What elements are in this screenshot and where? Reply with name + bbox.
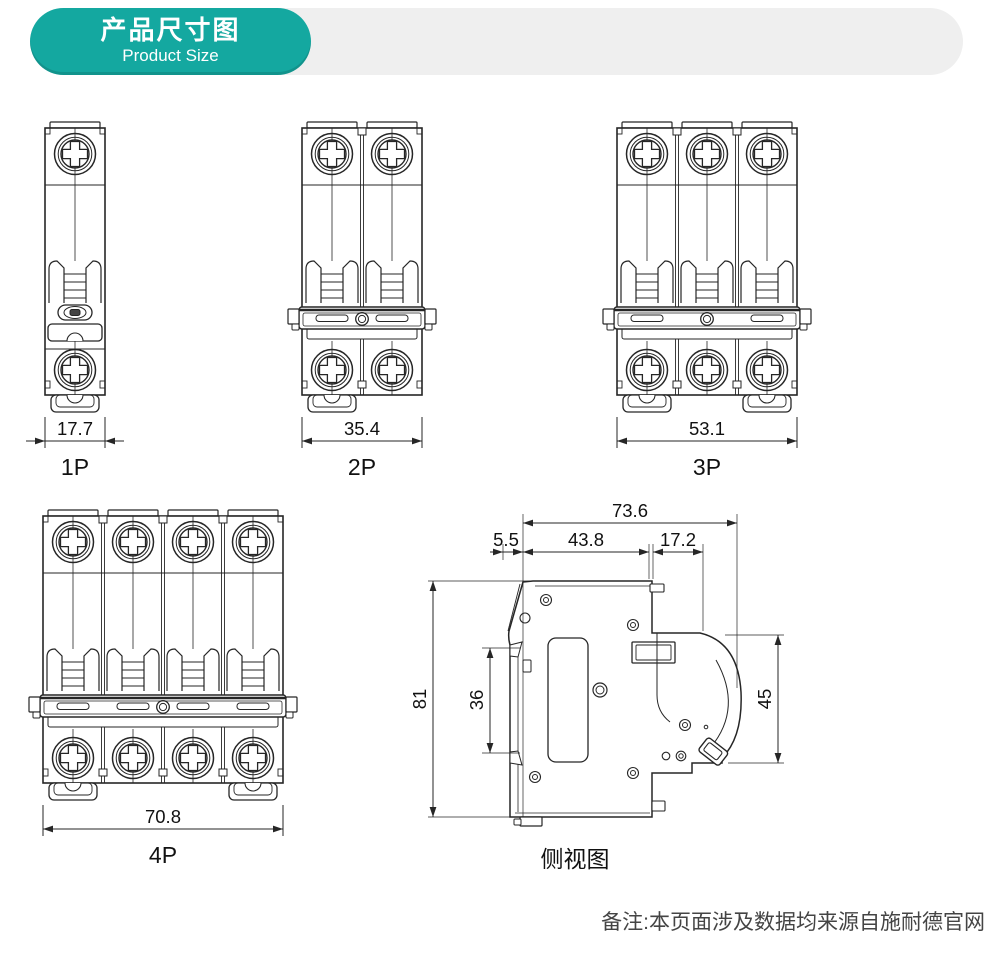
front-drawing-3p: 53.1 <box>595 121 819 453</box>
front-drawing-2p: 35.4 <box>280 121 444 453</box>
side-drawing: 73.6 5.5 43.8 17.2 81 36 45 <box>408 500 798 845</box>
side-view-drawing: 73.6 5.5 43.8 17.2 81 36 45 <box>409 500 784 827</box>
front-drawing-1p: 17.7 <box>23 121 127 453</box>
title-badge: 产品尺寸图 Product Size <box>30 8 311 75</box>
dimension-value: 5.5 <box>493 529 519 550</box>
dimension-value: 35.4 <box>344 418 380 439</box>
dimension-value: 17.2 <box>660 529 696 550</box>
front-view-drawing: 70.8 <box>28 509 298 836</box>
pole-label-2p: 2P <box>347 454 377 480</box>
front-view-drawing: 53.1 <box>602 121 812 448</box>
dimension-value: 45 <box>754 689 775 710</box>
front-view-drawing: 35.4 <box>287 121 437 448</box>
breaker-front-3p: 53.1 3P <box>595 121 819 480</box>
breaker-front-1p: 17.7 1P <box>23 121 127 480</box>
front-drawing-4p: 70.8 <box>21 509 305 841</box>
footnote: 备注:本页面涉及数据均来源自施耐德官网 <box>601 911 985 934</box>
pole-label-1p: 1P <box>60 454 90 480</box>
breaker-side-view: 73.6 5.5 43.8 17.2 81 36 45 侧视图 <box>408 500 798 872</box>
dimension-value: 53.1 <box>689 418 725 439</box>
dimension-value: 17.7 <box>57 418 93 439</box>
breaker-front-2p: 35.4 2P <box>280 121 444 480</box>
breaker-front-4p: 70.8 4P <box>21 509 305 868</box>
page-subtitle: Product Size <box>122 45 219 65</box>
dimension-value: 81 <box>409 689 430 710</box>
front-view-drawing: 17.7 <box>26 121 124 448</box>
dimension-value: 73.6 <box>612 500 648 521</box>
side-view-label: 侧视图 <box>540 846 610 872</box>
pole-label-3p: 3P <box>692 454 722 480</box>
pole-label-4p: 4P <box>148 842 178 868</box>
dimension-value: 43.8 <box>568 529 604 550</box>
dimension-value: 36 <box>466 690 487 711</box>
page-title: 产品尺寸图 <box>100 15 241 46</box>
dimension-value: 70.8 <box>145 806 181 827</box>
